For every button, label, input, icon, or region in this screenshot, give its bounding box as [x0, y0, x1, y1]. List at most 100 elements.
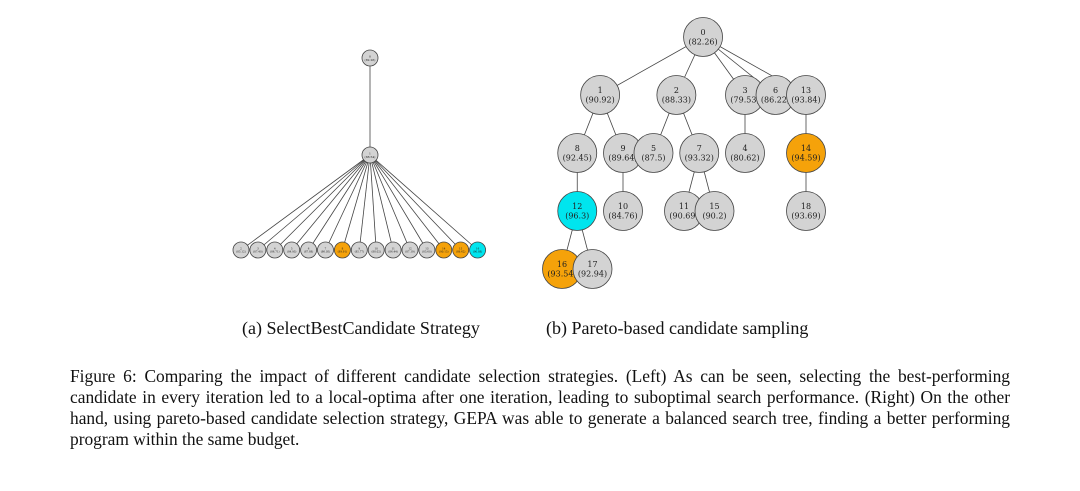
- node-circle: [683, 17, 723, 57]
- tree-node: 13(93.84): [786, 75, 826, 115]
- node-score-label: (85.12): [236, 249, 245, 253]
- tree-node: 10(84.76): [603, 191, 643, 231]
- node-circle: [232, 241, 250, 259]
- node-circle: [786, 133, 826, 173]
- tree-node-leaf: 13(85.60): [418, 241, 436, 259]
- node-score-label: (93.69): [791, 212, 820, 221]
- subcaption-a: (a) SelectBestCandidate Strategy: [242, 318, 480, 338]
- tree-node: 14(94.59): [786, 133, 826, 173]
- node-id-label: 12: [408, 246, 412, 250]
- node-id-label: 3: [257, 246, 259, 250]
- tree-node-leaf: 9(85.77): [350, 241, 368, 259]
- tree-edge: [369, 154, 461, 251]
- node-score-label: (87.19): [405, 249, 414, 253]
- node-circle: [367, 241, 385, 259]
- node-id-label: 15: [459, 246, 463, 250]
- node-circle: [694, 191, 735, 231]
- tree-node: 1(90.92): [580, 75, 621, 115]
- node-circle: [266, 241, 284, 259]
- node-circle: [786, 191, 826, 231]
- tree-node: 12(96.3): [557, 191, 598, 231]
- tree-node-leaf: 10(88.02): [367, 241, 385, 259]
- node-circle: [418, 241, 436, 259]
- tree-node-leaf: 2(85.12): [232, 241, 250, 259]
- tree-node: 11(90.69): [664, 191, 704, 231]
- node-score-label: (87.40): [253, 249, 262, 253]
- node-id-label: 13: [801, 86, 811, 95]
- node-circle: [633, 133, 674, 173]
- node-score-label: (90.2): [702, 212, 726, 221]
- tree-node-leaf: 14(90.15): [435, 241, 453, 259]
- tree-edge: [369, 154, 411, 251]
- node-id-label: 11: [391, 246, 395, 250]
- node-id-label: 6: [773, 86, 778, 95]
- node-circle: [725, 133, 765, 173]
- tree-select-best: 0(82.26)1(88.54)2(85.12)3(87.40)4(86.71)…: [225, 40, 525, 270]
- node-id-label: 1: [598, 86, 603, 95]
- tree-node: 17(92.94): [572, 249, 613, 289]
- node-score-label: (89.62): [456, 249, 465, 253]
- node-circle: [361, 146, 379, 164]
- node-score-label: (86.05): [321, 249, 330, 253]
- tree-node: 6(86.22): [755, 75, 796, 115]
- tree-edge: [240, 154, 371, 251]
- tree-node: 2(88.33): [656, 75, 697, 115]
- node-circle: [300, 241, 317, 259]
- node-id-label: 17: [587, 260, 597, 269]
- node-score-label: (93.84): [791, 96, 820, 105]
- node-score-label: (90.69): [669, 212, 698, 221]
- node-circle: [401, 241, 419, 259]
- node-circle: [786, 75, 826, 115]
- node-id-label: 5: [651, 144, 656, 153]
- tree-edge: [369, 154, 428, 251]
- node-score-label: (88.02): [371, 249, 380, 253]
- node-id-label: 16: [557, 260, 567, 269]
- tree-edge: [358, 154, 371, 251]
- node-score-label: (87.5): [641, 154, 665, 163]
- tree-node: 1(88.54): [361, 146, 379, 164]
- node-score-label: (82.26): [365, 58, 376, 62]
- tree-node-leaf: 4(86.71): [266, 241, 284, 259]
- tree-node-leaf: 16(90.88): [469, 241, 487, 259]
- tree-pareto: 0(82.26)1(90.92)2(88.33)3(79.53)6(86.22)…: [540, 15, 850, 295]
- node-id-label: 4: [274, 246, 276, 250]
- node-id-label: 4: [742, 144, 747, 153]
- node-id-label: 0: [701, 28, 706, 37]
- node-id-label: 2: [240, 246, 242, 250]
- tree-select-best-svg: 0(82.26)1(88.54)2(85.12)3(87.40)4(86.71)…: [232, 49, 487, 259]
- tree-node-leaf: 6(87.88): [300, 241, 317, 259]
- tree-edge: [369, 154, 377, 251]
- node-score-label: (82.26): [688, 38, 717, 47]
- tree-node-leaf: 12(87.19): [401, 241, 419, 259]
- tree-node: 8(92.45): [557, 133, 598, 173]
- node-score-label: (85.77): [355, 249, 364, 253]
- tree-node: 5(87.5): [633, 133, 674, 173]
- node-id-label: 13: [425, 246, 429, 250]
- node-score-label: (89.91): [338, 249, 347, 253]
- tree-edge: [369, 154, 445, 251]
- node-score-label: (93.54): [547, 270, 576, 279]
- node-score-label: (84.76): [608, 212, 637, 221]
- figure-caption: Figure 6: Comparing the impact of differ…: [70, 366, 1010, 449]
- node-score-label: (86.71): [270, 249, 279, 253]
- node-id-label: 8: [342, 246, 344, 250]
- node-id-label: 10: [618, 202, 628, 211]
- tree-node-leaf: 11(86.44): [384, 241, 402, 259]
- node-circle: [435, 241, 453, 259]
- node-score-label: (90.92): [586, 96, 615, 105]
- node-circle: [384, 241, 402, 259]
- node-circle: [656, 75, 697, 115]
- tree-node-leaf: 3(87.40): [249, 241, 267, 259]
- node-score-label: (85.60): [422, 249, 431, 253]
- node-id-label: 6: [308, 246, 310, 250]
- node-id-label: 7: [325, 246, 327, 250]
- tree-node: 0(82.26): [683, 17, 723, 57]
- node-score-label: (94.59): [791, 154, 820, 163]
- node-circle: [557, 191, 598, 231]
- subcaption-b: (b) Pareto-based candidate sampling: [546, 318, 809, 338]
- node-id-label: 2: [674, 86, 679, 95]
- tree-pareto-svg: 0(82.26)1(90.92)2(88.33)3(79.53)6(86.22)…: [542, 17, 826, 289]
- node-score-label: (90.15): [439, 249, 448, 253]
- node-score-label: (86.22): [761, 96, 790, 105]
- tree-node: 18(93.69): [786, 191, 826, 231]
